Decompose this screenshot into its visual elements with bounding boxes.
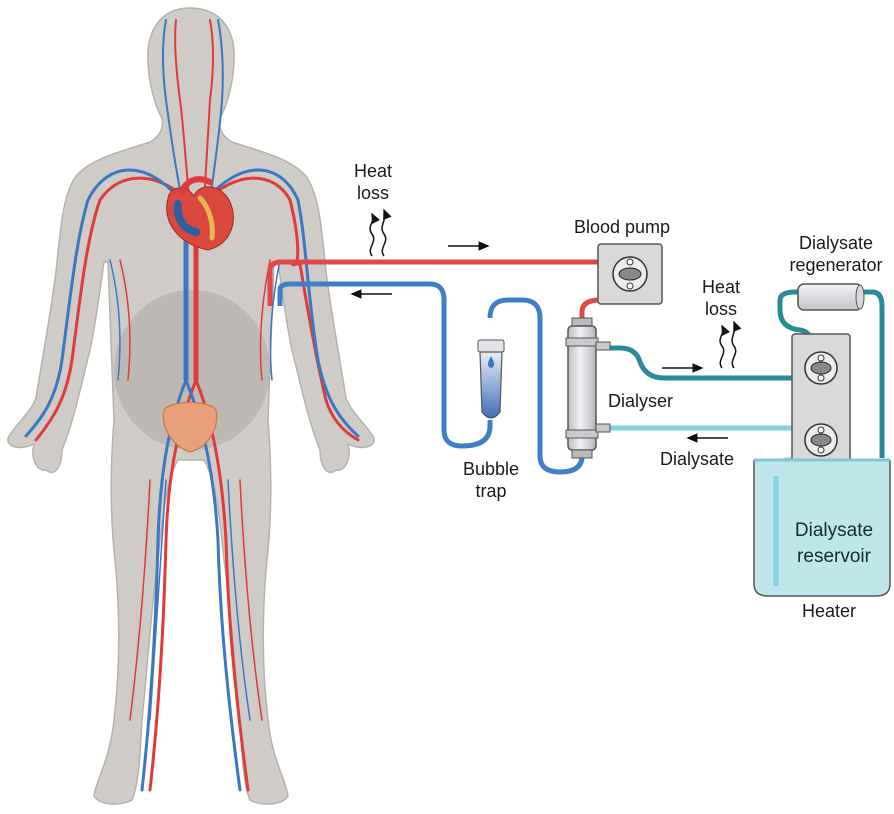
dialyser [566, 318, 610, 458]
bubble-trap [478, 340, 504, 418]
dialyser-label: Dialyser [608, 390, 673, 412]
heat-loss-squiggles-left [370, 210, 386, 256]
heat-loss-label-left: Heat loss [348, 160, 398, 204]
heat-loss-label-right: Heat loss [696, 276, 746, 320]
heat-loss-left-line2: loss [348, 182, 398, 204]
regenerator-line1: Dialysate [782, 232, 890, 254]
regenerator-line2: regenerator [782, 254, 890, 276]
reservoir-line2: reservoir [778, 544, 890, 570]
blood-pump [598, 244, 662, 304]
bubble-trap-line1: Bubble [452, 458, 530, 480]
dialysate-regenerator-label: Dialysate regenerator [782, 232, 890, 276]
blood-pump-label: Blood pump [574, 216, 670, 238]
dialysate-regenerator [798, 284, 864, 310]
heat-loss-left-line1: Heat [348, 160, 398, 182]
heater-label: Heater [802, 600, 856, 622]
dialysate-label: Dialysate [660, 448, 734, 470]
reservoir-line1: Dialysate [778, 518, 890, 544]
bubble-trap-label: Bubble trap [452, 458, 530, 502]
human-body [8, 8, 374, 804]
heat-loss-right-line2: loss [696, 298, 746, 320]
reservoir-label: Dialysate reservoir [778, 518, 890, 570]
heat-loss-right-line1: Heat [696, 276, 746, 298]
bubble-trap-line2: trap [452, 480, 530, 502]
heat-loss-squiggles-right [720, 322, 736, 368]
